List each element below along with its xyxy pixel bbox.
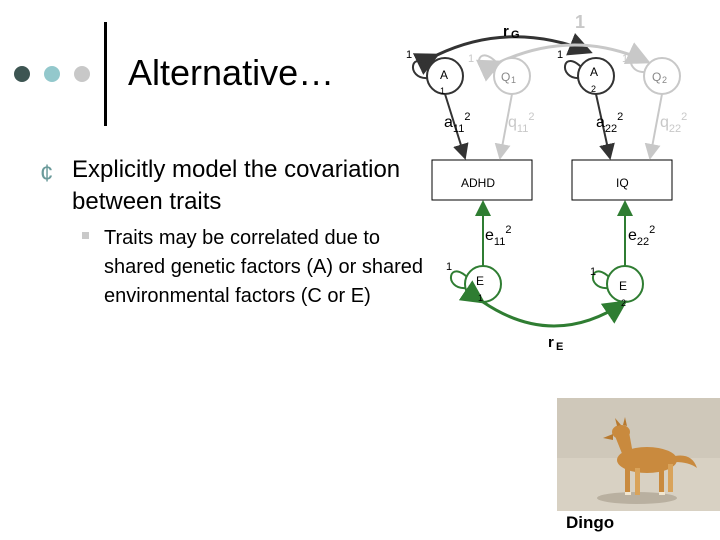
re-covariance-arc [458,280,628,328]
a1-variance-loop [412,60,433,80]
e11-sup: 2 [505,224,511,236]
q2-variance-loop [630,54,651,74]
path-q1-adhd [494,93,513,160]
slide-title: Alternative… [128,52,335,93]
path-q2-iq [644,93,663,160]
rg-label: r [503,23,509,40]
a22-sub: 22 [605,123,617,135]
latent-a2-label: A [590,65,598,79]
phenotype-iq-label: IQ [616,176,629,190]
latent-q2-label: Q [652,70,661,84]
q22-base: q [660,114,669,131]
a2-variance-label: 1 [557,49,563,61]
decor-dot-dark [14,66,30,82]
latent-e1-label: E [476,274,484,288]
latent-q1-label: Q [501,70,510,84]
a11-sup: 2 [464,111,470,123]
e11-sub: 11 [494,236,505,248]
latent-e2-label: E [619,279,627,293]
a22-base: a [596,114,605,131]
a2-variance-loop [564,60,585,80]
q22-sub: 22 [669,123,681,135]
rg-label-sub: G [511,29,520,41]
q11-sup: 2 [528,111,534,123]
decor-dot-light [74,66,90,82]
latent-q1 [493,57,531,95]
phenotype-adhd-label: ADHD [461,176,495,190]
e11-label: e112 [485,224,511,248]
dingo-photo [557,398,720,511]
e2-variance-label: 1 [590,266,596,278]
latent-q2-sub: 2 [662,75,667,85]
q2-variance-label: 1 [622,53,628,65]
path-a2-iq [595,93,615,160]
e11-base: e [485,227,494,244]
bullet-text: Explicitly model the covariation between… [72,156,401,215]
a11-base: a [444,114,453,131]
photo-caption: Dingo [566,513,615,532]
q-covariance-arc [475,42,651,82]
a22-sup: 2 [617,111,623,123]
latent-e2-sub: 2 [621,298,626,308]
latent-q1-sub: 1 [511,75,516,85]
q22-sup: 2 [681,111,687,123]
rg-value-label: 1 [575,12,585,32]
q11-label: q112 [508,111,534,135]
latent-a2-sub: 2 [591,84,596,94]
bullet-marker: ¢ [40,160,54,187]
re-label-sub: E [556,341,563,353]
q11-sub: 11 [517,123,528,135]
latent-a1-sub: 1 [440,86,445,96]
phenotype-iq-box [571,159,673,201]
e1-variance-label: 1 [446,261,452,273]
sub-bullet-text: Traits may be correlated due to shared g… [104,227,424,307]
re-label: r [548,334,554,351]
e22-sup: 2 [649,224,655,236]
decor-dot-mid [44,66,60,82]
q22-label: q222 [660,111,687,135]
e22-sub: 22 [637,236,649,248]
title-divider [104,22,107,126]
path-a1-adhd [444,93,469,160]
e22-label: e222 [628,224,655,248]
a11-sub: 11 [453,123,464,135]
a22-label: a222 [596,111,623,135]
phenotype-adhd-box [431,159,533,201]
latent-e1-sub: 1 [478,293,483,303]
a11-label: a112 [444,111,470,135]
q1-variance-label: 1 [468,53,474,65]
latent-a1-label: A [440,68,448,82]
a1-variance-label: 1 [406,49,412,61]
e22-base: e [628,227,637,244]
sub-bullet-marker [82,232,89,239]
q11-base: q [508,114,517,131]
q1-variance-loop [478,54,499,74]
